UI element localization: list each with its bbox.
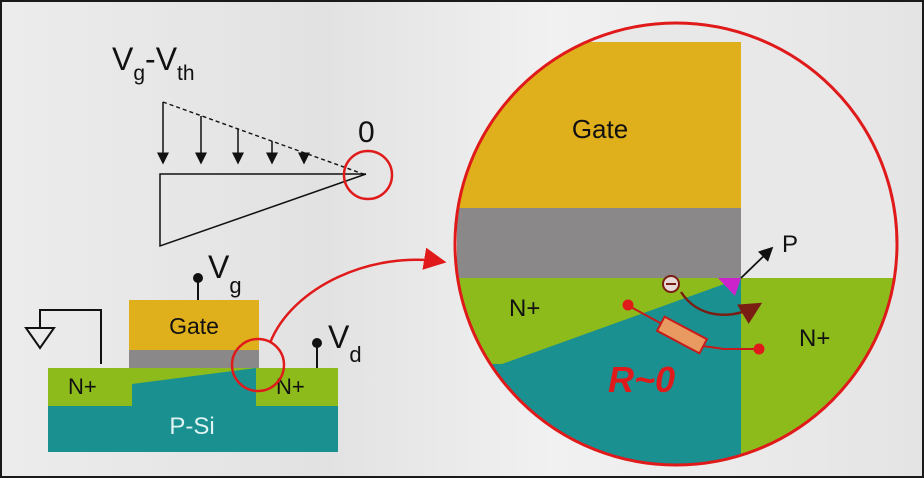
channel-profile-triangle bbox=[159, 173, 367, 248]
gate-label: Gate bbox=[169, 313, 219, 339]
source-n-plus bbox=[48, 368, 132, 406]
overdrive-label: Vg-Vth bbox=[112, 41, 195, 85]
voltage-profile: Vg-Vth 0 bbox=[112, 41, 394, 248]
mosfet-cross-section: P-Si N+ N+ Gate Vg Vd bbox=[24, 249, 362, 452]
vg-label: Vg bbox=[208, 249, 242, 298]
gate-electrode bbox=[129, 300, 259, 350]
electron-path-arrow bbox=[679, 291, 763, 324]
zoom-circle-border bbox=[453, 21, 899, 467]
zoom-n-plus-right-label: N+ bbox=[799, 325, 830, 352]
pinch-point-marker bbox=[718, 278, 741, 296]
resistor-symbol bbox=[622, 299, 765, 355]
pinch-highlight-circle bbox=[342, 149, 394, 201]
zoom-view: Gate N+ N+ P R~0 bbox=[453, 21, 899, 467]
gate-terminal-dot bbox=[193, 273, 203, 283]
zoom-source-circle bbox=[230, 337, 286, 393]
zoom-gate-label: Gate bbox=[572, 114, 628, 144]
substrate-label: P-Si bbox=[169, 413, 214, 440]
zoom-n-plus-left-label: N+ bbox=[509, 295, 540, 322]
gate-oxide bbox=[129, 350, 259, 368]
pinch-point-arrow bbox=[740, 246, 774, 279]
profile-dashed-line bbox=[162, 101, 367, 176]
ground-icon bbox=[24, 309, 102, 364]
source-label: N+ bbox=[68, 374, 97, 399]
drain-n-plus bbox=[256, 368, 338, 406]
vd-label: Vd bbox=[328, 319, 362, 367]
pinch-point-label: P bbox=[782, 231, 798, 258]
resistance-label: R~0 bbox=[608, 359, 675, 400]
inversion-channel bbox=[132, 368, 256, 384]
drain-terminal-dot bbox=[312, 338, 322, 348]
zero-label: 0 bbox=[358, 116, 375, 149]
zoom-arrow bbox=[268, 247, 447, 344]
zoom-oxide bbox=[457, 208, 741, 278]
field-arrows bbox=[157, 102, 310, 165]
